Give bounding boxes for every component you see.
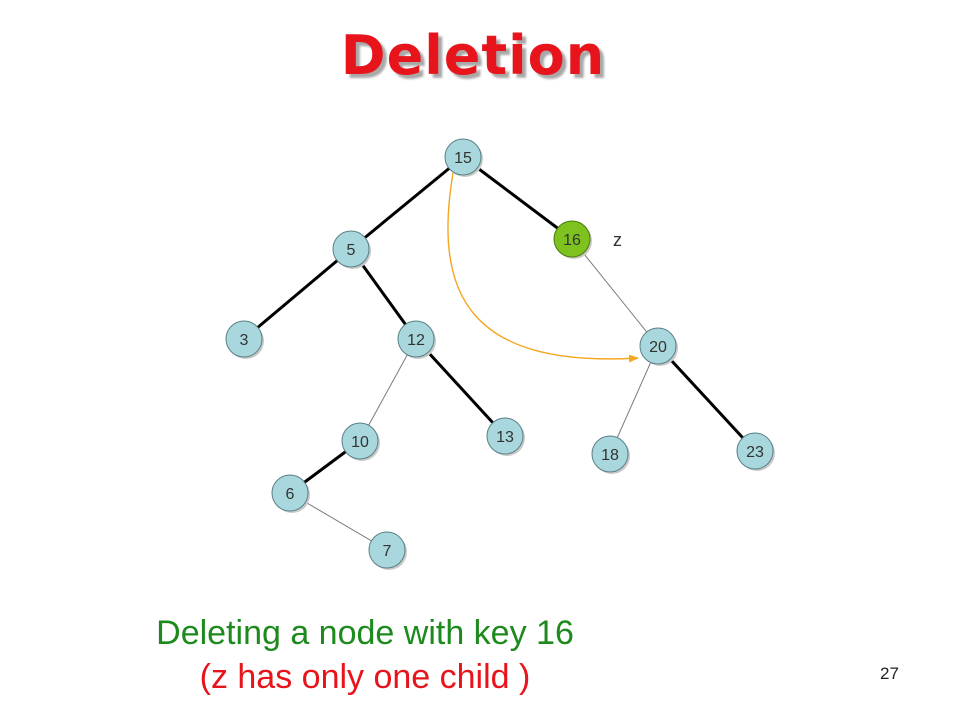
- tree-node-6: 6: [271, 474, 310, 513]
- tree-node-3: 3: [225, 320, 264, 359]
- edge-15-16: [462, 155, 573, 241]
- node-label: 18: [601, 447, 619, 464]
- node-label: 13: [496, 429, 514, 446]
- tree-node-20: 20: [639, 327, 678, 366]
- edges-layer: [243, 155, 757, 551]
- nodes-layer: 15 5 16 3 12 20 10 13 18 23 6 7: [225, 138, 775, 570]
- node-label: 23: [746, 444, 764, 461]
- z-label: z: [613, 230, 622, 250]
- node-label: 12: [407, 332, 425, 349]
- node-label: 6: [286, 486, 295, 503]
- tree-node-16: 16: [553, 220, 592, 259]
- edge-12-13: [414, 337, 507, 438]
- node-circle: [341, 422, 379, 460]
- node-circle: [397, 320, 435, 358]
- tree-node-12: 12: [397, 320, 436, 359]
- edge-12-10: [359, 338, 417, 442]
- edge-20-18: [609, 345, 659, 455]
- node-label: 15: [454, 150, 472, 167]
- edge-16-20: [571, 238, 659, 347]
- edge-5-3: [243, 247, 352, 341]
- node-label: 10: [351, 434, 369, 451]
- edge-15-5: [350, 155, 464, 251]
- node-label: 16: [563, 232, 581, 249]
- tree-node-23: 23: [736, 432, 775, 471]
- node-circle: [271, 474, 309, 512]
- edge-20-23: [656, 344, 757, 453]
- tree-node-5: 5: [332, 230, 371, 269]
- node-circle: [368, 531, 406, 569]
- caption-line-2: (z has only one child ): [199, 658, 531, 696]
- slide-title: Deletion: [340, 24, 606, 87]
- node-label: 20: [649, 339, 667, 356]
- node-circle: [639, 327, 677, 365]
- tree-node-18: 18: [591, 435, 630, 474]
- node-circle: [736, 432, 774, 470]
- node-label: 3: [240, 332, 249, 349]
- caption-line-1: Deleting a node with key 16: [156, 614, 574, 652]
- tree-node-10: 10: [341, 422, 380, 461]
- node-label: 5: [347, 242, 356, 259]
- tree-node-15: 15: [444, 138, 483, 177]
- arrow-layer: [447, 172, 639, 363]
- node-circle: [553, 220, 591, 258]
- tree-node-13: 13: [486, 417, 525, 456]
- page-number: 27: [880, 664, 899, 683]
- node-circle: [225, 320, 263, 358]
- node-circle: [591, 435, 629, 473]
- node-circle: [332, 230, 370, 268]
- splice-arrow: [447, 172, 639, 363]
- node-circle: [486, 417, 524, 455]
- node-label: 7: [383, 543, 392, 560]
- tree-node-7: 7: [368, 531, 407, 570]
- node-circle: [444, 138, 482, 176]
